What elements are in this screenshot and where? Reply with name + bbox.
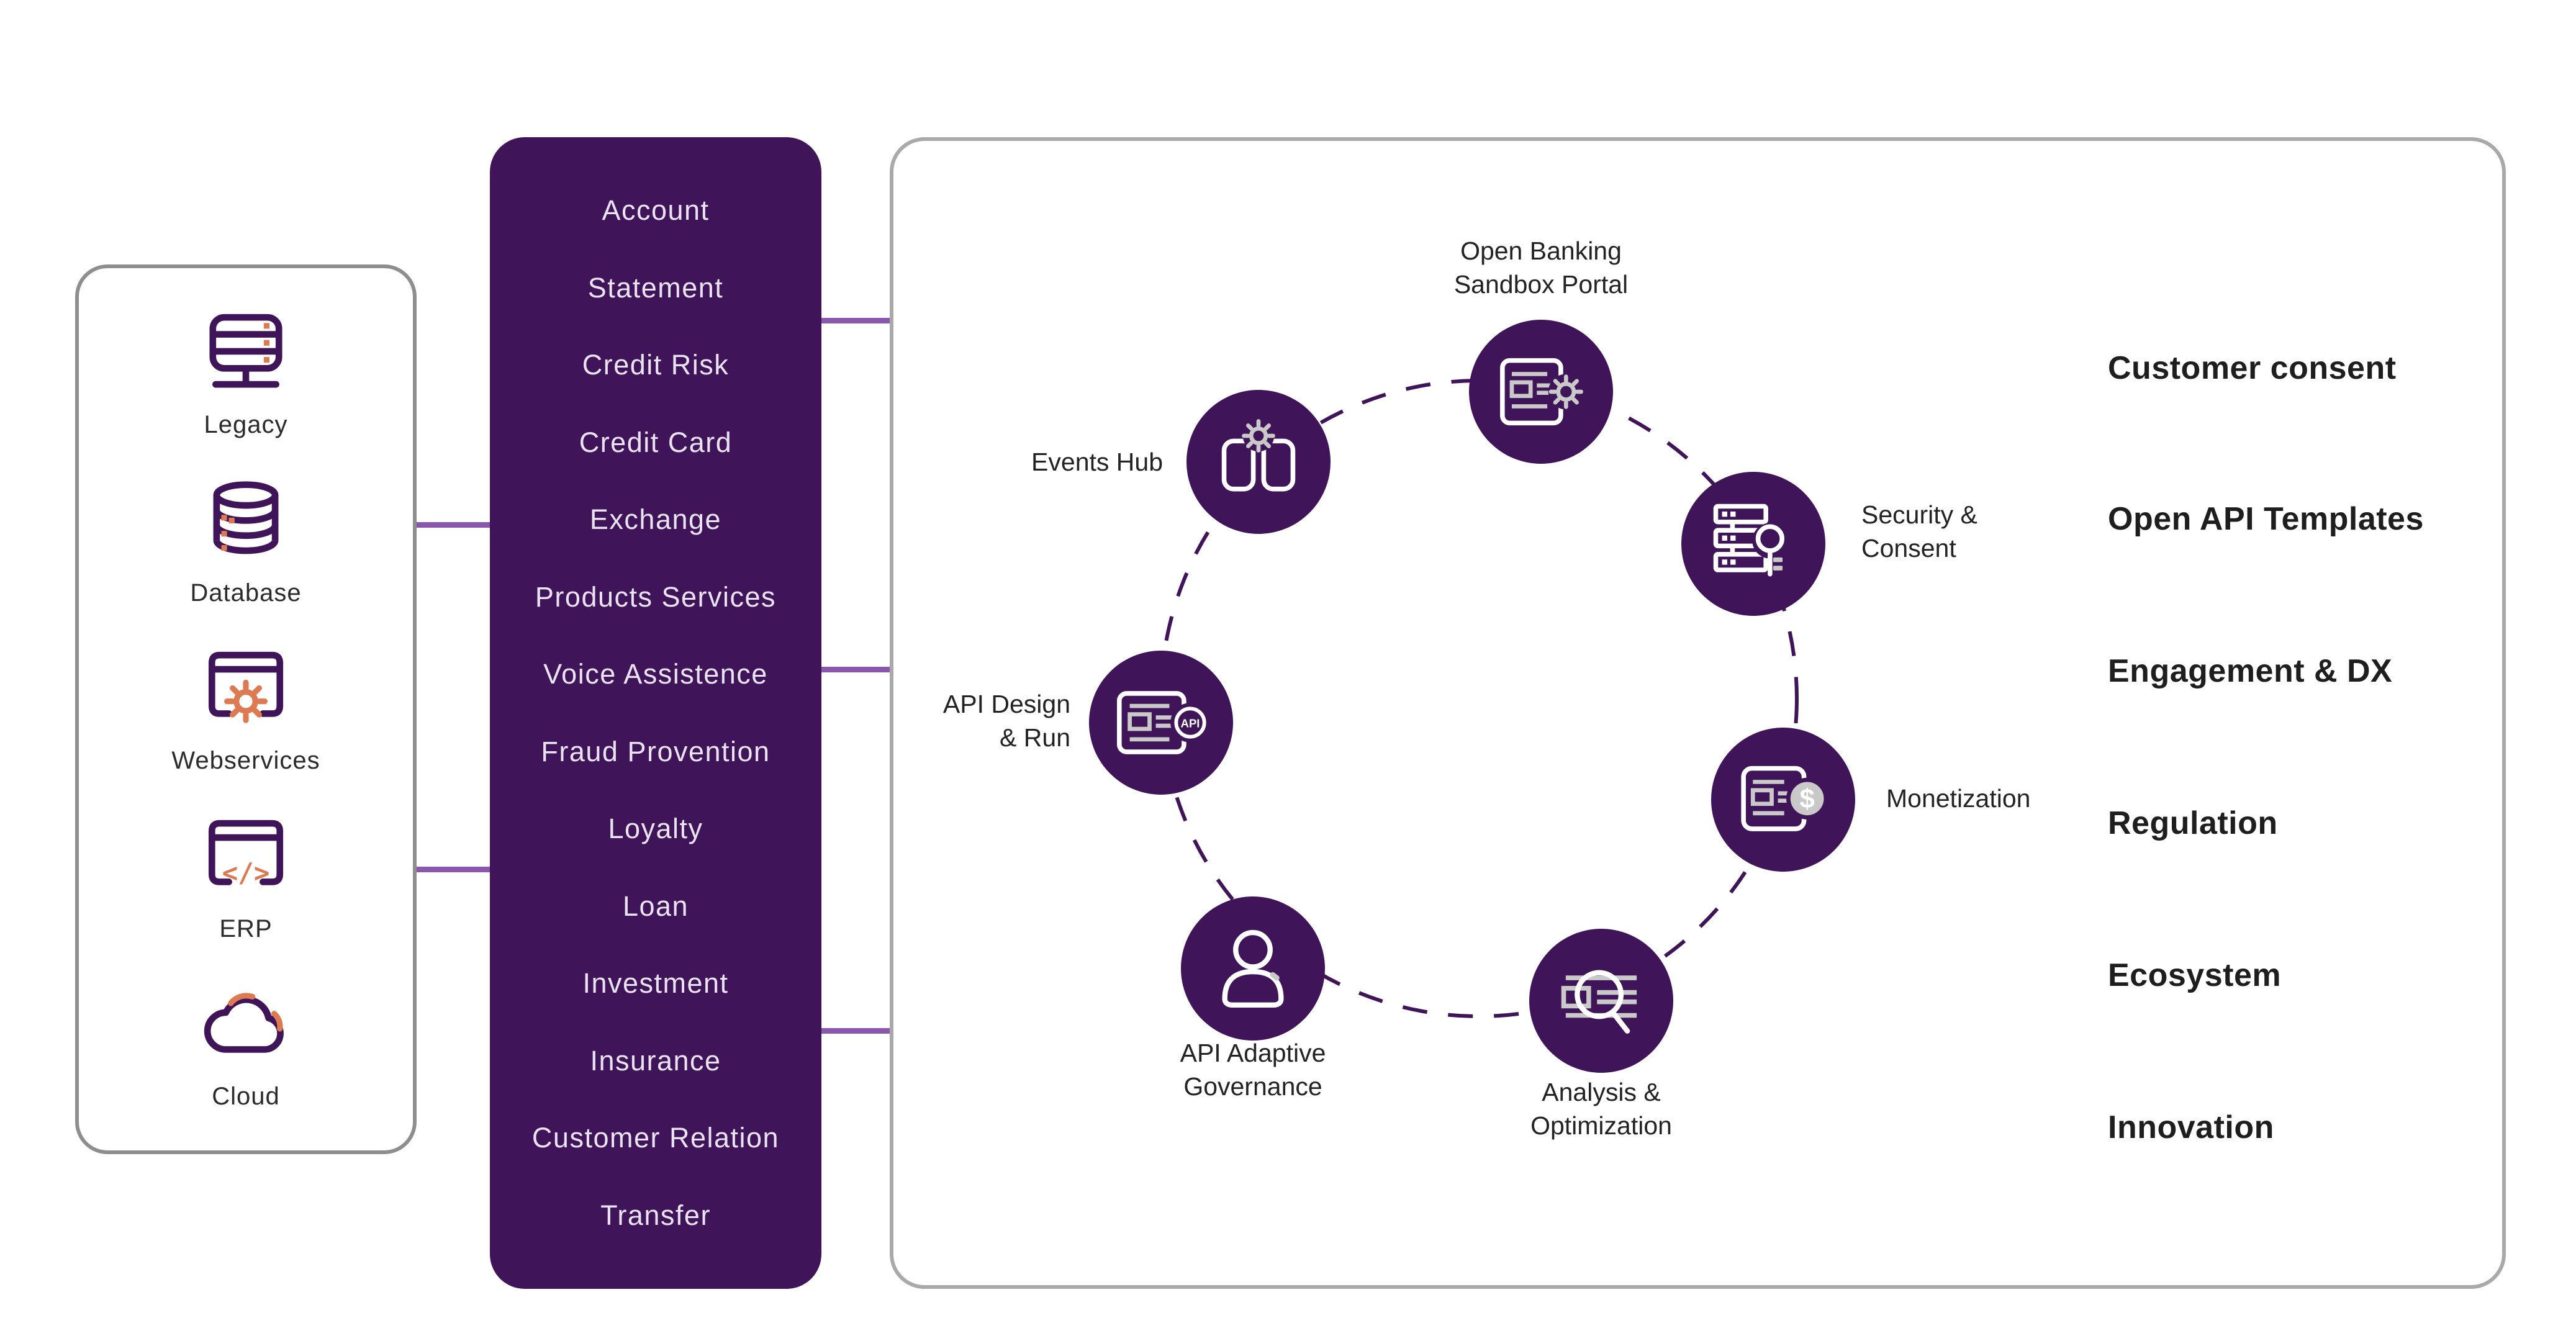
node-label-monetization: Monetization bbox=[1886, 784, 2031, 813]
node-api-adaptive-governance bbox=[1181, 896, 1325, 1041]
service-item: Credit Risk bbox=[582, 349, 730, 381]
node-events-hub bbox=[1186, 390, 1331, 534]
api-platform-box: Open Banking Sandbox Portal Events Hub bbox=[890, 137, 2506, 1289]
service-item: Insurance bbox=[590, 1044, 721, 1077]
node-label-security-consent: Security & Consent bbox=[1861, 500, 1977, 563]
node-open-banking-sandbox-portal bbox=[1469, 320, 1613, 464]
node-label-analysis-optimization: Analysis & Optimization bbox=[1530, 1078, 1672, 1140]
node-label-events-hub: Events Hub bbox=[1031, 448, 1163, 476]
dashed-cycle-ring bbox=[1159, 379, 1799, 1018]
node-label-api-adaptive-governance: API Adaptive Governance bbox=[1180, 1039, 1326, 1101]
source-item-webservices: Webservices bbox=[171, 644, 320, 775]
source-systems-panel: Legacy Database bbox=[75, 264, 417, 1154]
node-api-design-run: API bbox=[1089, 651, 1233, 795]
erp-code-glyph: </> bbox=[222, 857, 270, 888]
service-item: Fraud Provention bbox=[541, 735, 771, 767]
events-hub-icon bbox=[1221, 419, 1296, 492]
source-item-label: Database bbox=[190, 579, 302, 607]
capability-innovation: Innovation bbox=[2108, 1109, 2274, 1145]
service-item: Voice Assistence bbox=[543, 658, 768, 690]
connector-left-1 bbox=[413, 522, 492, 528]
capability-ecosystem: Ecosystem bbox=[2108, 957, 2282, 993]
node-label-open-banking-sandbox-portal: Open Banking Sandbox Portal bbox=[1453, 237, 1629, 299]
node-monetization: $ bbox=[1711, 728, 1855, 872]
capability-engagement-dx: Engagement & DX bbox=[2108, 653, 2393, 689]
webservices-gear-icon bbox=[208, 651, 284, 723]
database-icon bbox=[213, 481, 279, 554]
connector-right-1 bbox=[820, 318, 891, 323]
adaptive-governance-icon bbox=[1222, 929, 1284, 1008]
service-item: Customer Relation bbox=[531, 1122, 780, 1154]
erp-code-icon: </> bbox=[208, 820, 284, 888]
source-item-label: Cloud bbox=[212, 1083, 280, 1110]
service-item: Credit Card bbox=[579, 426, 733, 458]
api-design-run-icon: API bbox=[1117, 691, 1210, 754]
service-item: Loyalty bbox=[608, 813, 703, 845]
legacy-server-icon bbox=[209, 314, 282, 388]
source-item-label: ERP bbox=[219, 914, 273, 942]
dollar-sign-glyph: $ bbox=[1799, 783, 1814, 814]
analysis-optimization-icon bbox=[1561, 970, 1637, 1034]
connector-right-3 bbox=[820, 1028, 891, 1034]
cloud-icon bbox=[204, 993, 284, 1053]
capability-regulation: Regulation bbox=[2108, 805, 2278, 841]
capability-customer-consent: Customer consent bbox=[2108, 350, 2397, 386]
service-item: Transfer bbox=[600, 1199, 711, 1231]
node-analysis-optimization bbox=[1529, 929, 1673, 1073]
node-security-consent bbox=[1681, 472, 1825, 616]
node-label-api-design-run: API Design & Run bbox=[942, 690, 1070, 752]
service-item: Products Services bbox=[535, 580, 777, 613]
api-badge-text: API bbox=[1181, 717, 1200, 730]
service-item: Investment bbox=[582, 967, 729, 1000]
service-item: Exchange bbox=[589, 503, 722, 536]
service-item: Statement bbox=[587, 271, 724, 304]
connector-right-2 bbox=[820, 667, 891, 672]
banking-services-panel: Account Statement Credit Risk Credit Car… bbox=[490, 137, 821, 1289]
connector-left-2 bbox=[413, 867, 492, 872]
service-item: Account bbox=[602, 194, 710, 226]
monetization-icon: $ bbox=[1741, 765, 1828, 831]
security-consent-icon bbox=[1713, 503, 1788, 577]
source-item-database: Database bbox=[190, 476, 301, 607]
source-item-legacy: Legacy bbox=[199, 308, 293, 439]
capability-open-api-templates: Open API Templates bbox=[2108, 501, 2424, 537]
service-item: Loan bbox=[622, 890, 689, 922]
sandbox-portal-icon bbox=[1500, 358, 1584, 426]
source-item-label: Legacy bbox=[204, 411, 288, 438]
source-item-erp: </> ERP bbox=[199, 812, 293, 943]
source-item-cloud: Cloud bbox=[199, 980, 293, 1111]
source-item-label: Webservices bbox=[171, 747, 320, 774]
